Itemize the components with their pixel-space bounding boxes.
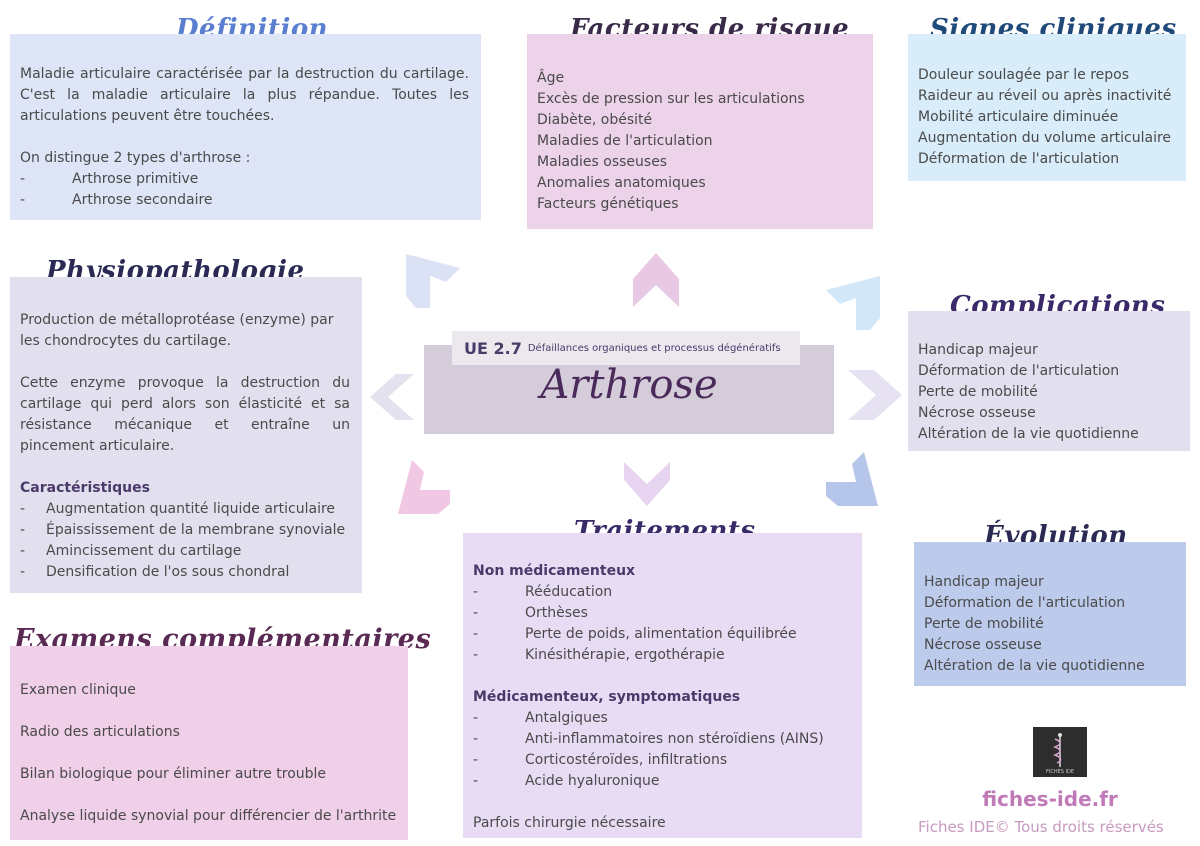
physio-subtitle: Caractéristiques: [20, 480, 150, 496]
traitements-footer: Parfois chirurgie nécessaire: [473, 815, 666, 831]
list-item: -Orthèses: [473, 605, 588, 621]
list-item: Mobilité articulaire diminuée: [918, 109, 1119, 125]
main-title: Arthrose: [540, 362, 718, 408]
list-item: Facteurs génétiques: [537, 196, 679, 212]
list-item: -Antalgiques: [473, 710, 608, 726]
arrow-right-icon: [848, 370, 902, 420]
arrow-down-right-icon: [826, 452, 878, 506]
list-item: Bilan biologique pour éliminer autre tro…: [20, 766, 327, 782]
list-item: Déformation de l'articulation: [918, 151, 1120, 167]
list-item: Douleur soulagée par le repos: [918, 67, 1129, 83]
traitements-box: Non médicamenteux -Rééducation -Orthèses…: [463, 533, 862, 838]
physio-text-1: Production de métalloprotéase (enzyme) p…: [20, 312, 334, 349]
list-item: Augmentation du volume articulaire: [918, 130, 1172, 146]
ue-label: Défaillances organiques et processus dég…: [527, 342, 781, 354]
list-item: -Densification de l'os sous chondral: [20, 564, 290, 580]
list-item: Déformation de l'articulation: [918, 363, 1120, 379]
list-item: -Augmentation quantité liquide articulai…: [20, 501, 336, 517]
traitements-sub1: Non médicamenteux: [473, 563, 636, 579]
site-link[interactable]: fiches-ide.fr: [982, 787, 1118, 811]
list-item: Perte de mobilité: [924, 616, 1044, 632]
list-item: -Arthrose primitive: [20, 171, 199, 187]
list-item: Diabète, obésité: [537, 112, 653, 128]
ue-banner: UE 2.7 Défaillances organiques et proces…: [452, 331, 800, 365]
brand-logo: FICHES IDE: [1033, 727, 1087, 777]
list-item: Handicap majeur: [918, 342, 1038, 358]
list-item: Perte de mobilité: [918, 384, 1038, 400]
list-item: Altération de la vie quotidienne: [924, 658, 1145, 674]
facteurs-box: Âge Excès de pression sur les articulati…: [527, 34, 873, 229]
ue-code: UE 2.7: [464, 338, 522, 358]
list-item: -Anti-inflammatoires non stéroïdiens (AI…: [473, 731, 824, 747]
list-item: Anomalies anatomiques: [537, 175, 706, 191]
list-item: Déformation de l'articulation: [924, 595, 1126, 611]
complications-box: Handicap majeur Déformation de l'articul…: [908, 311, 1190, 451]
arrow-left-icon: [370, 374, 414, 420]
arrow-down-left-icon: [398, 460, 450, 514]
arrow-up-icon: [633, 253, 679, 307]
arrow-down-icon: [624, 462, 670, 506]
copyright: Fiches IDE© Tous droits réservés: [918, 818, 1164, 836]
list-item: Handicap majeur: [924, 574, 1044, 590]
arrow-up-left-icon: [406, 254, 460, 308]
examens-box: Examen clinique Radio des articulations …: [10, 646, 408, 840]
list-item: -Corticostéroïdes, infiltrations: [473, 752, 728, 768]
list-item: Radio des articulations: [20, 724, 180, 740]
arrow-up-right-icon: [826, 276, 880, 330]
physio-box: Production de métalloprotéase (enzyme) p…: [10, 277, 362, 593]
caduceus-icon: [1052, 733, 1062, 767]
list-item: Altération de la vie quotidienne: [918, 426, 1139, 442]
definition-box: Maladie articulaire caractérisée par la …: [10, 34, 481, 220]
physio-text-2: Cette enzyme provoque la destruction du …: [20, 375, 350, 454]
list-item: Maladies de l'articulation: [537, 133, 713, 149]
list-item: -Acide hyaluronique: [473, 773, 660, 789]
list-item: Maladies osseuses: [537, 154, 668, 170]
list-item: -Épaississement de la membrane synoviale: [20, 522, 346, 538]
list-item: Examen clinique: [20, 682, 136, 698]
list-item: Excès de pression sur les articulations: [537, 91, 805, 107]
logo-text: FICHES IDE: [1045, 769, 1074, 775]
list-item: -Arthrose secondaire: [20, 192, 213, 208]
list-item: Analyse liquide synovial pour différenci…: [20, 808, 397, 824]
list-item: Âge: [537, 70, 565, 86]
definition-text: Maladie articulaire caractérisée par la …: [20, 66, 469, 124]
list-item: -Amincissement du cartilage: [20, 543, 242, 559]
evolution-box: Handicap majeur Déformation de l'articul…: [914, 542, 1186, 686]
traitements-sub2: Médicamenteux, symptomatiques: [473, 689, 741, 705]
list-item: -Rééducation: [473, 584, 613, 600]
signes-box: Douleur soulagée par le repos Raideur au…: [908, 34, 1186, 181]
list-item: Raideur au réveil ou après inactivité: [918, 88, 1172, 104]
list-item: -Perte de poids, alimentation équilibrée: [473, 626, 797, 642]
list-item: -Kinésithérapie, ergothérapie: [473, 647, 725, 663]
list-item: Nécrose osseuse: [924, 637, 1042, 653]
definition-types: On distingue 2 types d'arthrose :: [20, 150, 251, 166]
list-item: Nécrose osseuse: [918, 405, 1036, 421]
